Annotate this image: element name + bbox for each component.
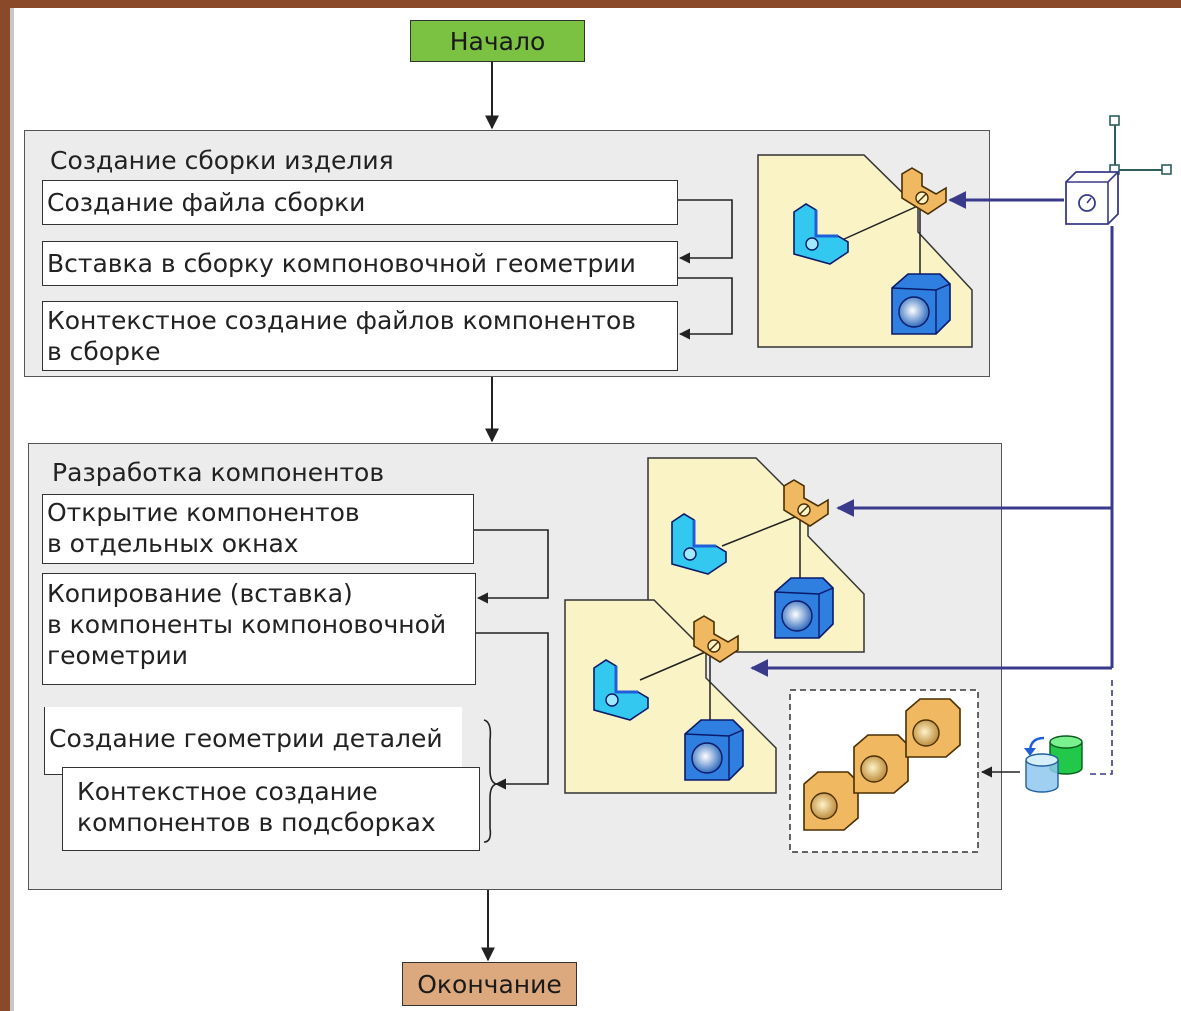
library-part-icon [905,698,961,758]
assembly-icon [693,615,739,663]
step-insert-layout-geometry: Вставка в сборку компоновочной геометрии [42,241,678,286]
connector-step2-step3 [678,277,733,340]
layout-geometry-icon [593,659,649,721]
brace-parallel-steps [483,719,499,843]
step-open-components: Открытие компонентов в отдельных окнах [42,494,474,564]
stage1-title: Создание сборки изделия [50,146,394,175]
step-create-assembly-file: Создание файла сборки [42,180,678,225]
stage2-title: Разработка компонентов [52,458,385,487]
end-node: Окончание [402,962,577,1006]
layout-source-cube-icon [1065,115,1172,225]
connector-copy-create [476,632,549,790]
start-label: Начало [449,26,546,56]
assembly-icon [783,479,829,527]
connector-open-copy [474,529,549,604]
layout-geometry-icon [671,513,727,575]
end-label: Окончание [417,969,562,999]
library-database-icon [1024,735,1083,793]
part-icon [891,273,951,335]
assembly-icon [901,167,947,215]
step-create-part-geometry: Создание геометрии деталей [44,707,462,775]
layout-geometry-icon [793,203,849,265]
library-part-icon [803,771,859,831]
part-icon [774,577,834,639]
step-context-subassemblies: Контекстное создание компонентов в подсб… [62,767,480,851]
step-context-component-files: Контекстное создание файлов компонентов … [42,301,678,371]
part-icon [684,719,744,781]
step-copy-layout-geometry: Копирование (вставка) в компоненты компо… [42,573,476,685]
start-node: Начало [410,20,585,62]
library-part-icon [853,734,909,794]
library-dashed-link [1086,680,1113,775]
connector-step1-step2 [678,199,733,264]
